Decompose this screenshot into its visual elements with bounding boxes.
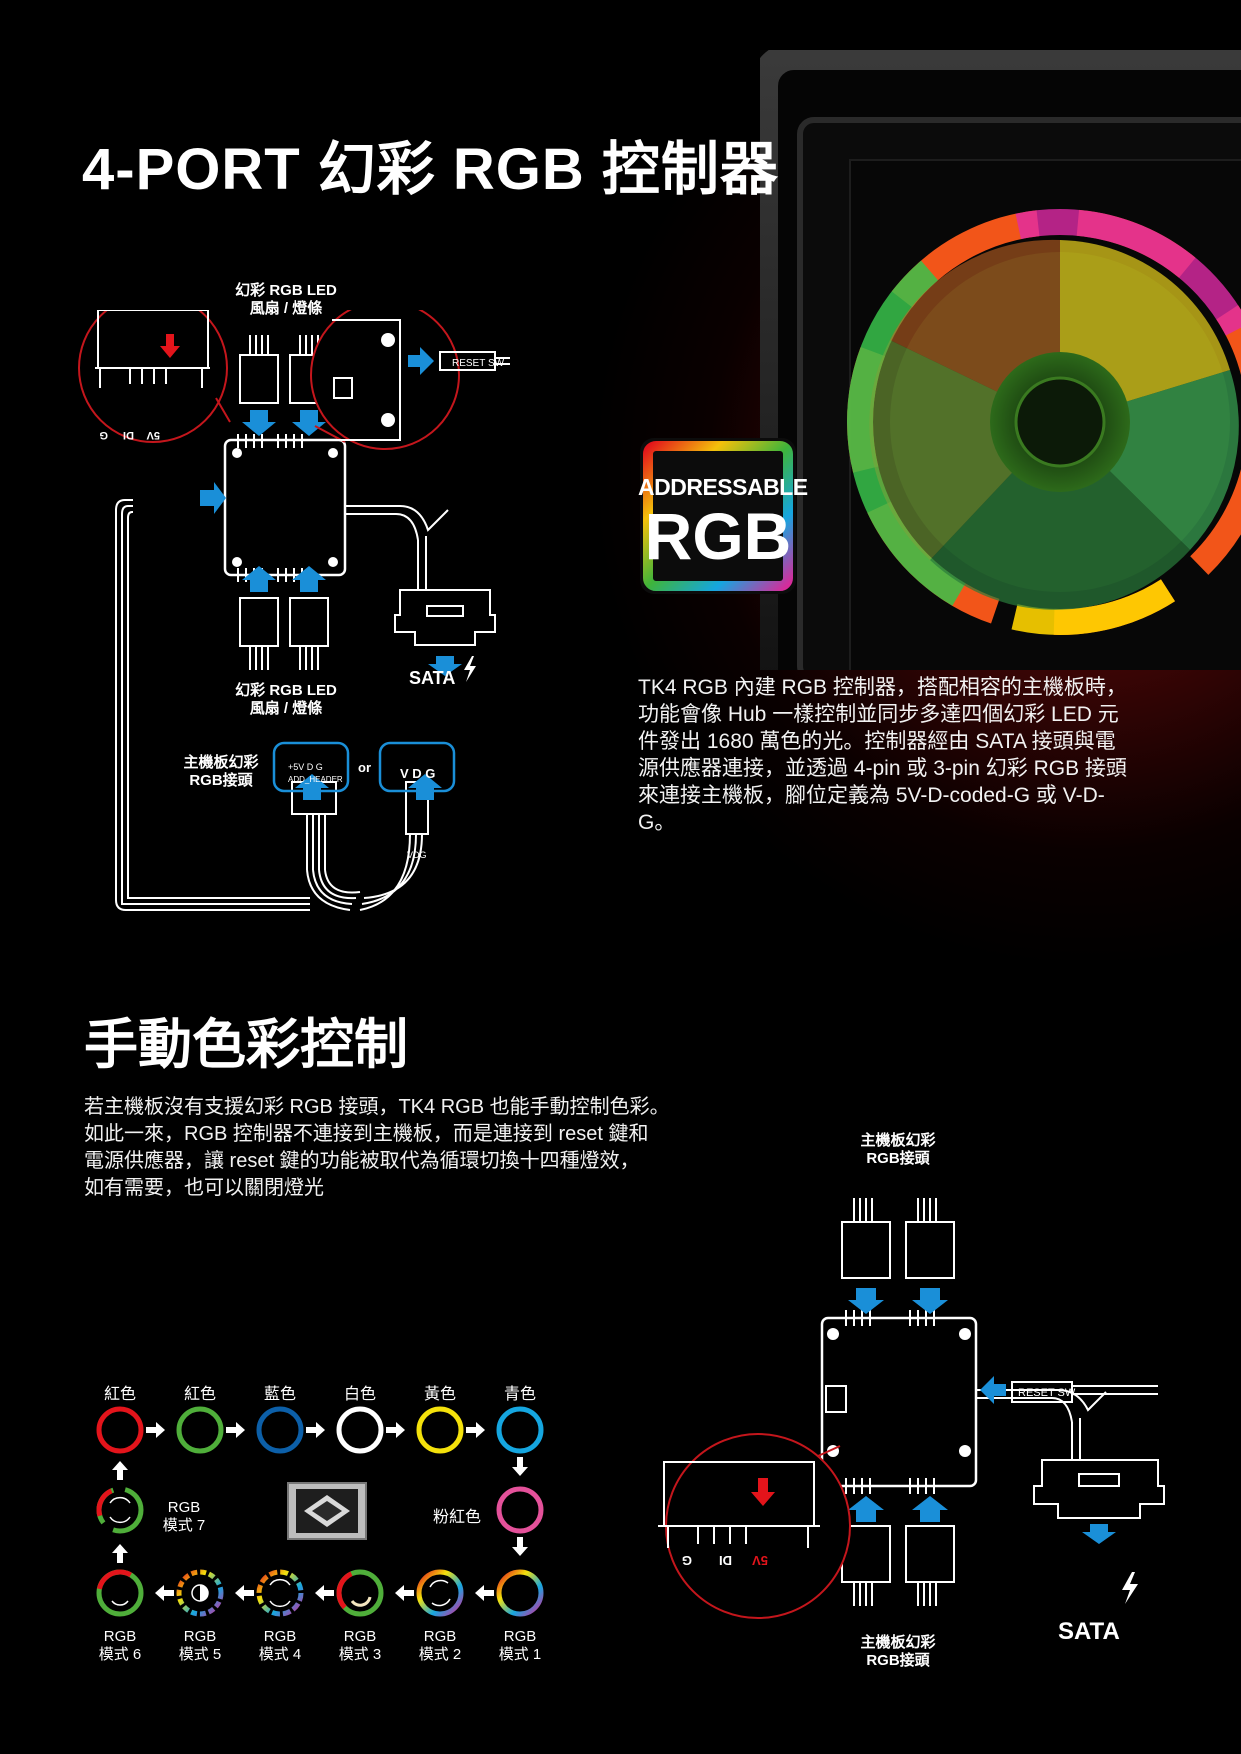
badge-top-text: ADDRESSABLE xyxy=(638,474,808,500)
section2-description: 若主機板沒有支援幻彩 RGB 接頭，TK4 RGB 也能手動控制色彩。 如此一來… xyxy=(84,1094,704,1202)
mode-7-line1: RGB xyxy=(167,1499,201,1516)
ring-mode-7 xyxy=(96,1486,144,1534)
fan-label-bottom-line1: 幻彩 RGB LED xyxy=(235,682,337,699)
wiring-diagram-2: 5V DI G RESET SW xyxy=(658,1198,1165,1619)
color-label-1: 紅色 xyxy=(103,1386,136,1403)
pink-label: 粉紅色 xyxy=(432,1509,481,1526)
ring-mode-5 xyxy=(176,1569,224,1617)
color-label-3: 藍色 xyxy=(263,1386,296,1403)
ring-pink xyxy=(496,1486,544,1534)
color-label-2: 紅色 xyxy=(183,1386,216,1403)
addressable-rgb-badge: ADDRESSABLE RGB xyxy=(638,436,808,596)
reset-sw-label-2: RESET SW xyxy=(1018,1387,1076,1399)
section2-desc-line-2: 如此一來，RGB 控制器不連接到主機板，而是連接到 reset 鍵和 xyxy=(84,1123,649,1145)
fan-label-top: 幻彩 RGB LED 風扇 / 燈條 xyxy=(226,282,346,318)
mode-4-line2: 模式 4 xyxy=(258,1646,302,1663)
header-4pin-pins: +5V D G xyxy=(288,762,323,772)
mode-5-line1: RGB xyxy=(183,1628,217,1645)
pin-5v-label-2: 5V xyxy=(752,1553,768,1568)
mode-7-line2: 模式 7 xyxy=(162,1517,206,1534)
mb-label-top-2-line1: 主機板幻彩 xyxy=(860,1132,936,1149)
ring-green xyxy=(176,1406,224,1454)
reset-sw-label: RESET SW xyxy=(452,358,505,369)
fan-label-bottom-line2: 風扇 / 燈條 xyxy=(249,700,323,717)
color-label-6: 青色 xyxy=(503,1386,536,1403)
fan-label-bottom: 幻彩 RGB LED 風扇 / 燈條 xyxy=(226,682,346,718)
section2-desc-line-4: 如有需要，也可以關閉燈光 xyxy=(84,1177,324,1199)
section2-desc-line-3: 電源供應器，讓 reset 鍵的功能被取代為循環切換十四種燈效， xyxy=(84,1150,640,1172)
vdg-label: VDG xyxy=(407,850,427,860)
pin-g-label: G xyxy=(99,429,108,441)
header-4pin-name: ADD_HEADER xyxy=(288,775,343,784)
mode-3-line2: 模式 3 xyxy=(338,1646,382,1663)
reset-button-image[interactable] xyxy=(287,1482,367,1540)
mode-6-line2: 模式 6 xyxy=(98,1646,142,1663)
mode-4-line1: RGB xyxy=(263,1628,297,1645)
ring-mode-6 xyxy=(96,1569,144,1617)
sata-label-2: SATA xyxy=(1058,1618,1120,1645)
ring-blue xyxy=(256,1406,304,1454)
ring-yellow xyxy=(416,1406,464,1454)
ring-mode-3 xyxy=(336,1569,384,1617)
wiring-diagram-1: RESET SW 5V DI G +5V D G ADD_HEADER V D … xyxy=(78,310,510,911)
mode-5-line2: 模式 5 xyxy=(178,1646,222,1663)
mode-7-label: RGB 模式 7 xyxy=(144,1499,224,1535)
section1-description: TK4 RGB 內建 RGB 控制器，搭配相容的主機板時，功能會像 Hub 一樣… xyxy=(638,676,1127,834)
ring-red xyxy=(96,1406,144,1454)
fan-case-image xyxy=(760,50,1241,670)
mode-1-line2: 模式 1 xyxy=(498,1646,542,1663)
section2-title: 手動色彩控制 xyxy=(84,1015,408,1075)
ring-white xyxy=(336,1406,384,1454)
mode-1-line1: RGB xyxy=(503,1628,537,1645)
mb-label-1-line2: RGB接頭 xyxy=(189,772,253,789)
fan-label-top-line2: 風扇 / 燈條 xyxy=(249,300,323,317)
section2-desc-line-1: 若主機板沒有支援幻彩 RGB 接頭，TK4 RGB 也能手動控制色彩。 xyxy=(84,1096,670,1118)
mb-label-bottom-2-line1: 主機板幻彩 xyxy=(860,1634,936,1651)
pin-g-label-2: G xyxy=(682,1553,692,1568)
mb-label-top-2-line2: RGB接頭 xyxy=(866,1150,930,1167)
header-3pin-label: V D G xyxy=(400,766,435,781)
ring-cyan xyxy=(496,1406,544,1454)
fan-ring xyxy=(847,209,1241,635)
pin-5v-label: 5V xyxy=(146,429,160,441)
mb-label-bottom-2: 主機板幻彩 RGB接頭 xyxy=(838,1634,958,1670)
mode-2-line2: 模式 2 xyxy=(418,1646,462,1663)
section1-title: 4-PORT 幻彩 RGB 控制器 xyxy=(82,137,779,202)
mb-label-top-2: 主機板幻彩 RGB接頭 xyxy=(838,1132,958,1168)
fan-label-top-line1: 幻彩 RGB LED xyxy=(235,282,337,299)
mb-label-1: 主機板幻彩 RGB接頭 xyxy=(176,754,266,790)
or-label: or xyxy=(358,760,371,775)
pin-di-label: DI xyxy=(123,429,134,441)
color-cycle-diagram xyxy=(96,1406,544,1617)
sata-label-1: SATA xyxy=(409,668,456,688)
mb-label-bottom-2-line2: RGB接頭 xyxy=(866,1652,930,1669)
color-label-4: 白色 xyxy=(343,1386,376,1403)
mode-2-line1: RGB xyxy=(423,1628,457,1645)
color-label-5: 黃色 xyxy=(423,1386,456,1403)
ring-mode-2 xyxy=(416,1569,464,1617)
mode-6-line1: RGB xyxy=(103,1628,137,1645)
ring-mode-1 xyxy=(496,1569,544,1617)
mb-label-1-line1: 主機板幻彩 xyxy=(183,754,259,771)
mode-3-line1: RGB xyxy=(343,1628,377,1645)
ring-mode-4 xyxy=(256,1569,304,1617)
badge-main-text: RGB xyxy=(644,499,792,573)
pin-di-label-2: DI xyxy=(719,1553,732,1568)
